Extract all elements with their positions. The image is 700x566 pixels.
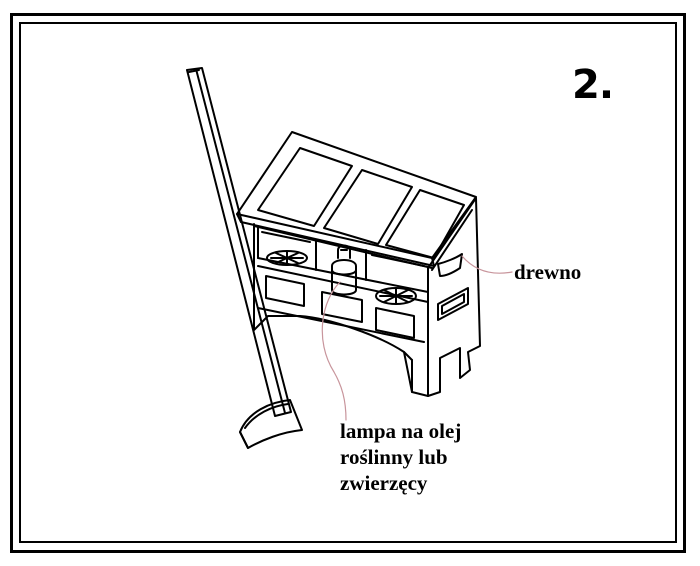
outer-frame xyxy=(10,13,686,553)
lamp-label-line-3: zwierzęcy xyxy=(340,471,428,495)
leader-line-lamp xyxy=(321,281,347,421)
leader-line-wood xyxy=(461,255,513,274)
wood-label: drewno xyxy=(514,260,582,284)
step-number: 2. xyxy=(572,62,614,108)
scraper-blade xyxy=(239,399,303,449)
pole xyxy=(186,67,292,417)
inner-frame xyxy=(19,22,677,543)
oil-lamp xyxy=(331,244,357,296)
cabinet xyxy=(236,131,481,397)
right-grate xyxy=(375,287,417,305)
lamp-label: lampa na olej roślinny lub zwierzęcy xyxy=(340,418,461,496)
leader-lines xyxy=(321,255,513,421)
lamp-label-line-1: lampa na olej xyxy=(340,419,462,443)
lamp-label-line-2: roślinny lub xyxy=(340,445,448,469)
left-grate xyxy=(266,250,308,266)
